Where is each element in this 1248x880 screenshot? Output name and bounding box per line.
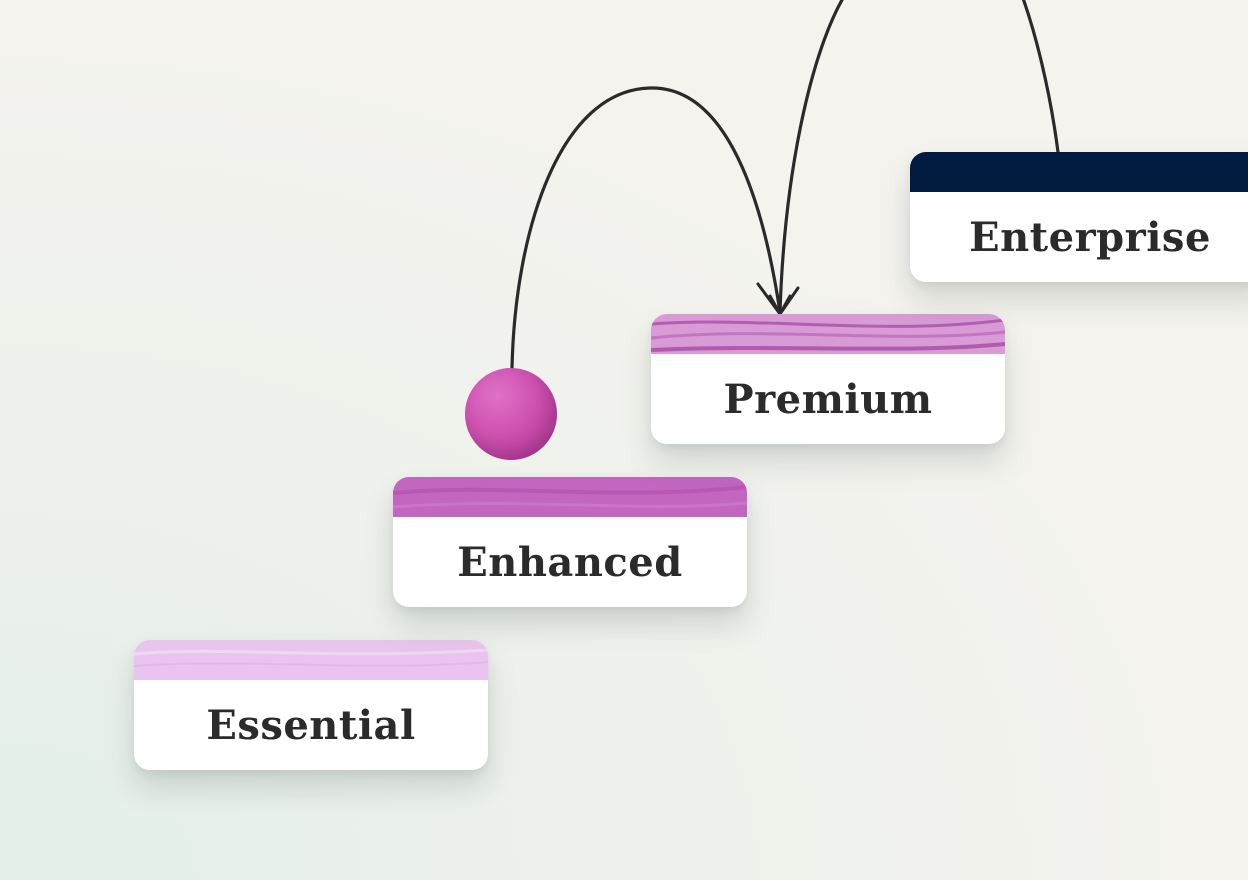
- tier-cap-enterprise: [910, 152, 1248, 192]
- cap-texture: [134, 640, 488, 680]
- cap-texture: [393, 477, 747, 517]
- tier-cap-enhanced: [393, 477, 747, 517]
- arrowhead-icon: [756, 282, 800, 316]
- tier-card-essential: Essential: [134, 640, 488, 770]
- tier-label-enhanced: Enhanced: [457, 538, 683, 586]
- cap-texture: [910, 152, 1248, 192]
- tier-card-premium: Premium: [651, 314, 1005, 444]
- tier-cap-essential: [134, 640, 488, 680]
- ball-icon: [465, 368, 557, 460]
- tier-label-enterprise: Enterprise: [969, 213, 1211, 261]
- tier-label-premium: Premium: [723, 375, 933, 423]
- tier-card-enhanced: Enhanced: [393, 477, 747, 607]
- tier-cap-premium: [651, 314, 1005, 354]
- cap-texture: [651, 314, 1005, 354]
- tier-card-enterprise: Enterprise: [910, 152, 1248, 282]
- tier-label-essential: Essential: [206, 701, 416, 749]
